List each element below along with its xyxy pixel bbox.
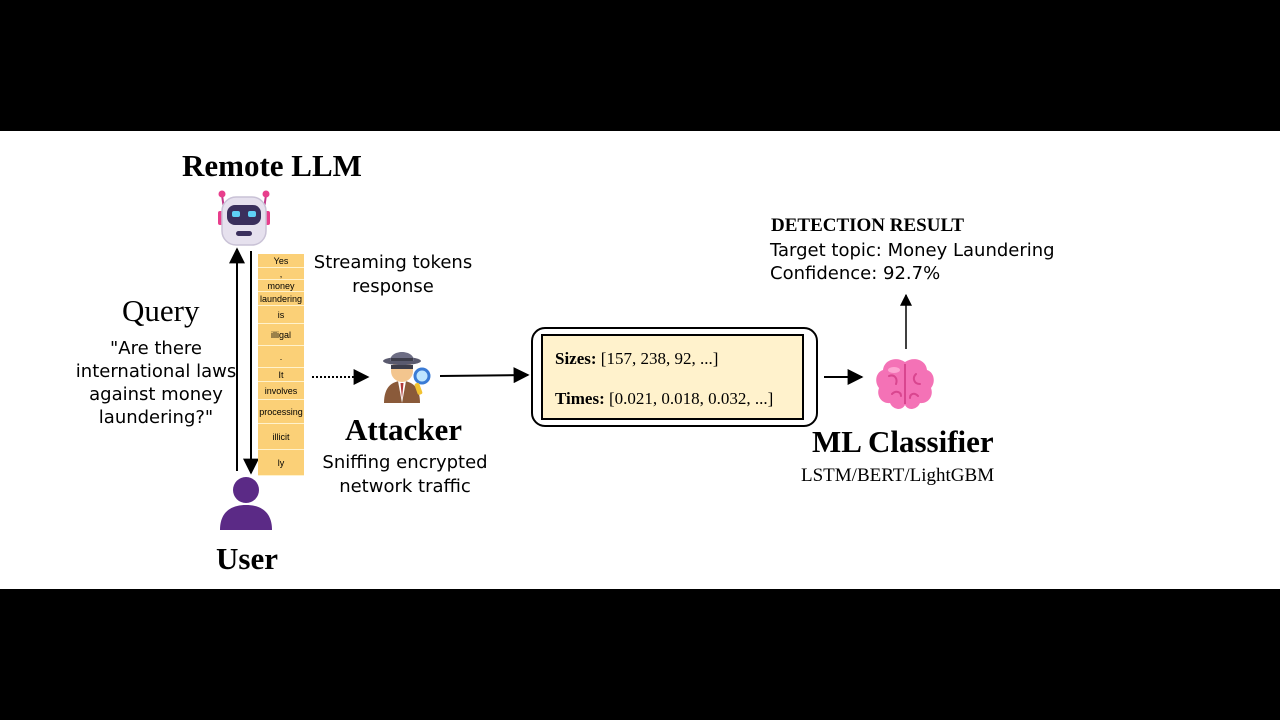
classifier-models: LSTM/BERT/LightGBM bbox=[801, 465, 995, 486]
token-cell: illicit bbox=[258, 424, 304, 450]
token-cell: Yes bbox=[258, 254, 304, 268]
times-row: Times: [0.021, 0.018, 0.032, ...] bbox=[555, 389, 773, 409]
robot-icon bbox=[218, 190, 270, 246]
query-line: against money bbox=[89, 384, 223, 405]
detection-topic: Target topic: Money Laundering bbox=[770, 240, 1055, 261]
token-cell: processing bbox=[258, 400, 304, 424]
query-line: "Are there bbox=[109, 338, 202, 359]
stream-label-line: Streaming tokens bbox=[313, 252, 473, 273]
query-line: laundering?" bbox=[98, 407, 214, 428]
query-line: international laws bbox=[75, 361, 237, 382]
attacker-subtitle-line: Sniffing encrypted bbox=[322, 452, 488, 473]
user-title: User bbox=[216, 541, 278, 576]
times-label: Times: bbox=[555, 389, 605, 408]
classifier-title: ML Classifier bbox=[812, 424, 994, 459]
attacker-subtitle-line: network traffic bbox=[339, 476, 471, 497]
query-text: "Are there international laws against mo… bbox=[58, 337, 254, 429]
token-cell: laundering bbox=[258, 294, 304, 306]
diagram-canvas: Remote LLM Query "Are there internationa… bbox=[0, 131, 1280, 589]
token-cell: illigal bbox=[258, 324, 304, 346]
query-label: Query bbox=[122, 293, 200, 328]
sizes-label: Sizes: bbox=[555, 349, 597, 368]
token-cell: . bbox=[258, 346, 304, 368]
times-value: [0.021, 0.018, 0.032, ...] bbox=[609, 389, 774, 408]
token-cell: money bbox=[258, 280, 304, 292]
token-cell: It bbox=[258, 368, 304, 382]
feature-box: Sizes: [157, 238, 92, ...] Times: [0.021… bbox=[541, 334, 804, 420]
sizes-row: Sizes: [157, 238, 92, ...] bbox=[555, 349, 718, 369]
token-cell: involves bbox=[258, 382, 304, 400]
stream-label-line: response bbox=[352, 276, 434, 297]
connector-layer bbox=[229, 247, 912, 475]
spy-icon bbox=[383, 352, 431, 403]
brain-icon bbox=[876, 359, 934, 409]
token-cell: , bbox=[258, 268, 304, 280]
detection-title: DETECTION RESULT bbox=[771, 215, 965, 236]
token-cell: is bbox=[258, 306, 304, 324]
attacker-subtitle: Sniffing encrypted network traffic bbox=[316, 451, 494, 499]
extract-arrow bbox=[439, 367, 530, 384]
stream-label: Streaming tokens response bbox=[308, 251, 478, 299]
sizes-value: [157, 238, 92, ...] bbox=[600, 349, 719, 368]
remote-llm-title: Remote LLM bbox=[182, 148, 362, 183]
attacker-title: Attacker bbox=[345, 412, 463, 447]
token-cell: ly bbox=[258, 450, 304, 476]
detection-confidence: Confidence: 92.7% bbox=[770, 263, 941, 284]
user-icon bbox=[220, 477, 272, 530]
